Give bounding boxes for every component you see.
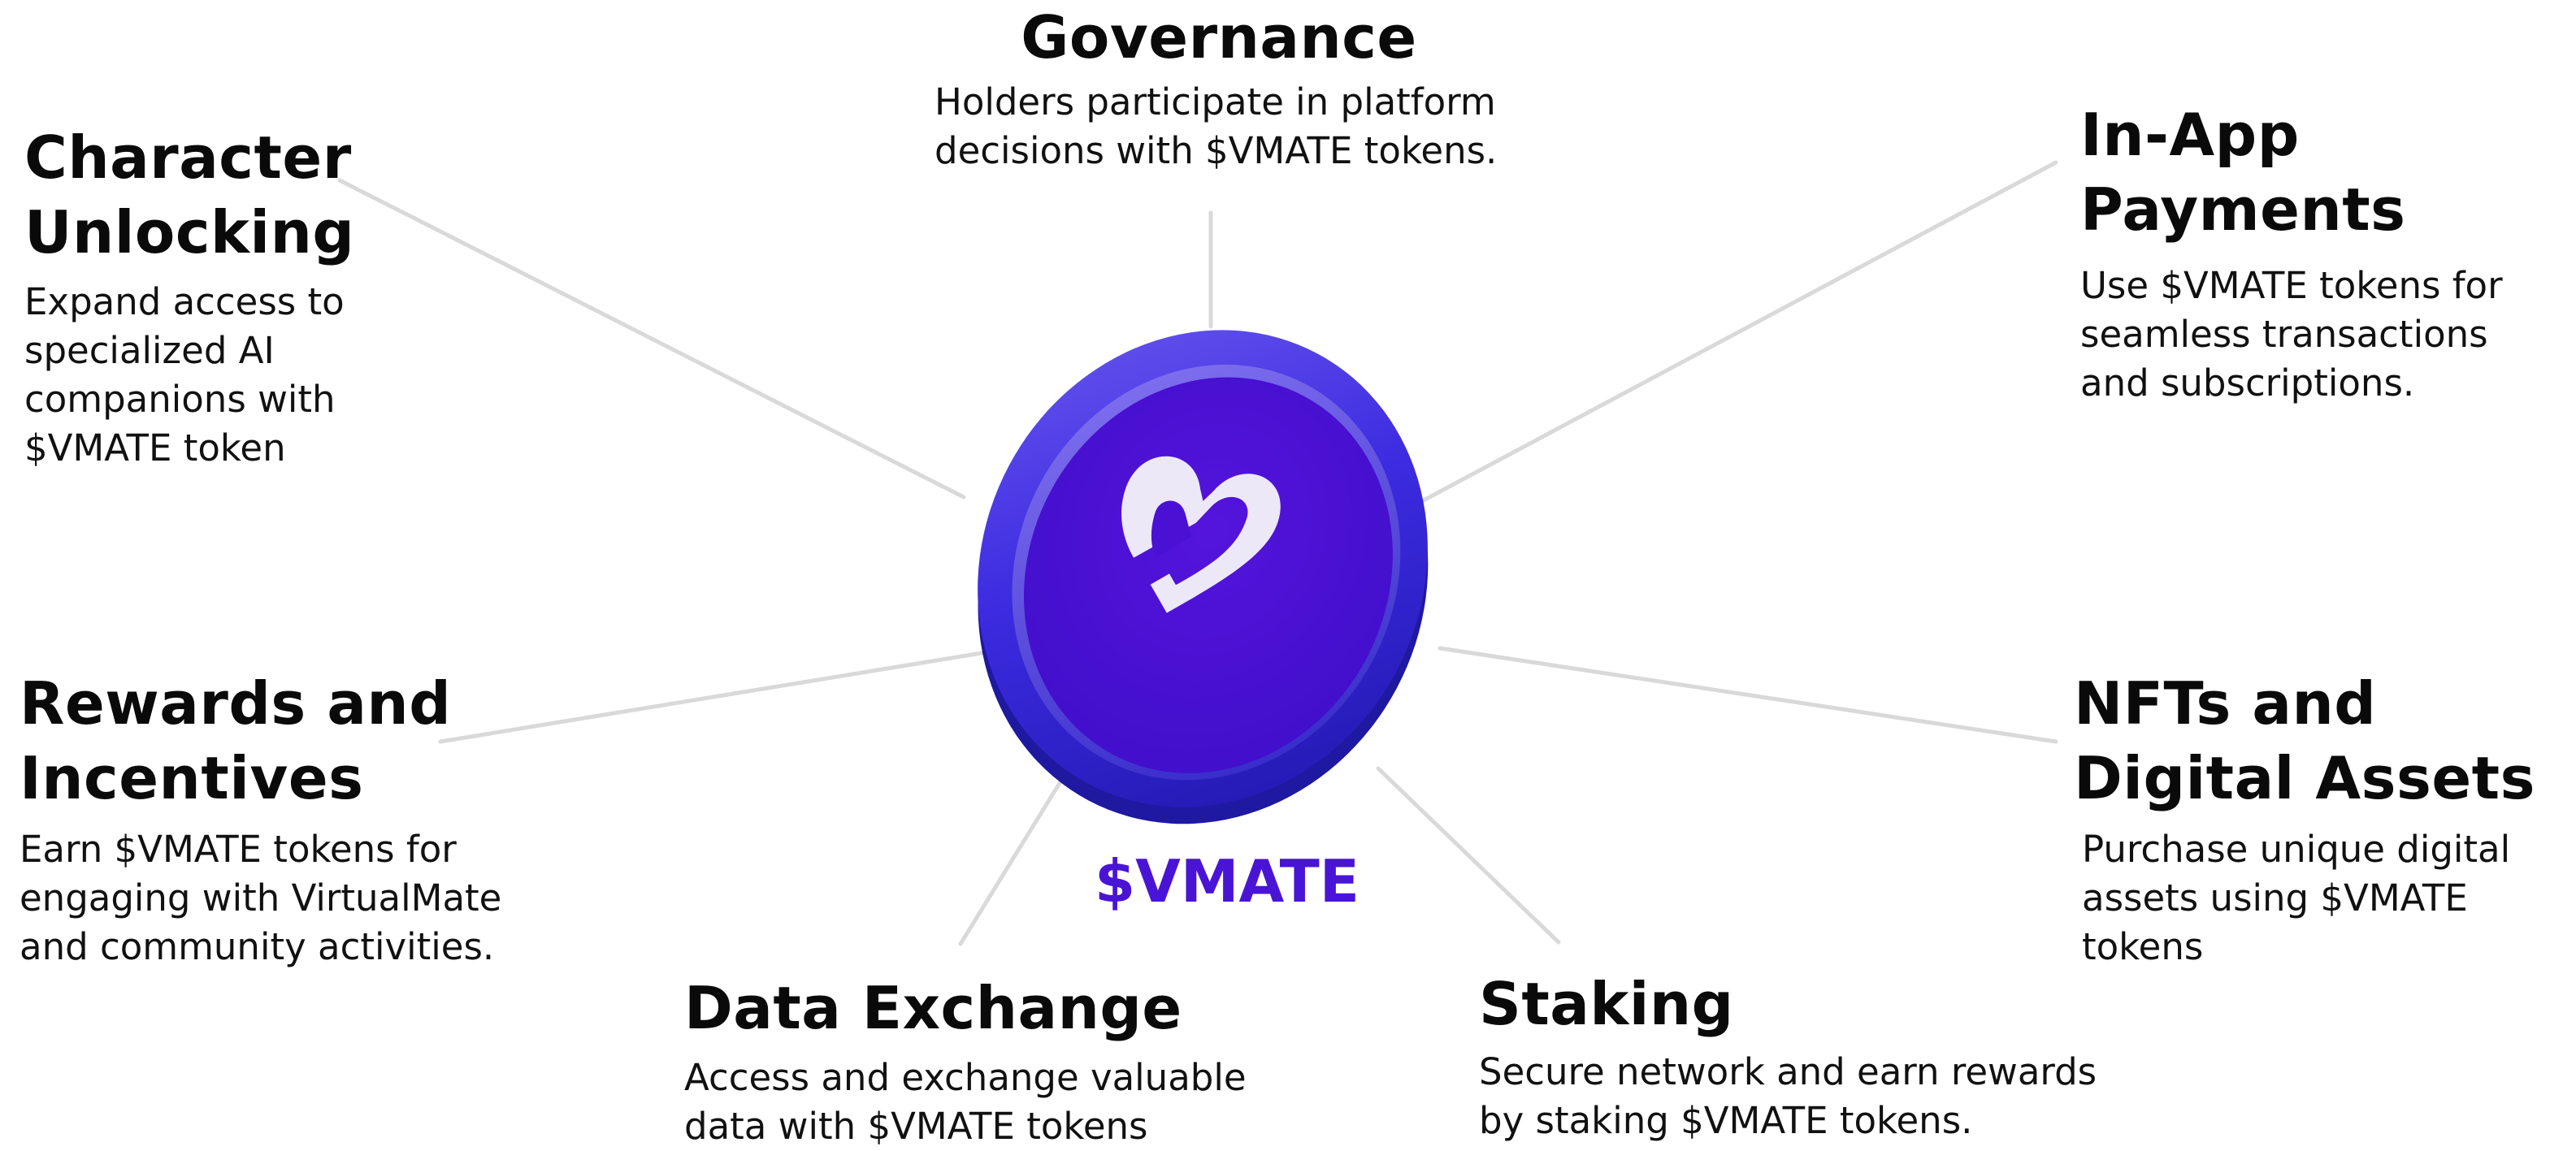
feature-data-exchange: Data Exchange Access and exchange valuab… — [684, 971, 1416, 1151]
feature-rewards-and-incentives: Rewards and Incentives Earn $VMATE token… — [20, 666, 605, 971]
feature-description: Use $VMATE tokens for seamless transacti… — [2080, 264, 2503, 405]
feature-character-unlocking: Character Unlocking Expand access to spe… — [24, 120, 593, 473]
feature-description: Earn $VMATE tokens for engaging with Vir… — [20, 828, 502, 968]
feature-staking: Staking Secure network and earn rewards … — [1479, 967, 2210, 1145]
heart-logo-icon — [1121, 456, 1281, 613]
feature-description: Secure network and earn rewards by staki… — [1479, 1050, 2097, 1142]
feature-title: Character Unlocking — [24, 123, 355, 266]
feature-title: Staking — [1479, 970, 1734, 1038]
feature-title: Rewards and Incentives — [20, 669, 452, 812]
connector-nfts — [1438, 646, 2058, 744]
feature-description: Expand access to specialized AI companio… — [24, 280, 345, 469]
feature-in-app-payments: In-App Payments Use $VMATE tokens for se… — [2080, 97, 2576, 408]
feature-description: Purchase unique digital assets using $VM… — [2082, 828, 2511, 968]
connector-rewards — [438, 649, 994, 744]
feature-title: Data Exchange — [684, 974, 1182, 1042]
feature-description: Holders participate in platform decision… — [935, 80, 1498, 172]
feature-description: Access and exchange valuable data with $… — [684, 1056, 1247, 1148]
connector-in-app-payments — [1418, 160, 2058, 504]
vmate-coin — [978, 330, 1429, 824]
feature-title: NFTs and Digital Assets — [2074, 669, 2535, 812]
connector-character-unlocking — [337, 178, 966, 500]
connector-data-exchange — [958, 759, 1075, 946]
token-symbol-label: $VMATE — [1095, 847, 1360, 915]
feature-governance: Governance Holders participate in platfo… — [935, 0, 1625, 175]
feature-nfts-and-digital-assets: NFTs and Digital Assets Purchase unique … — [2074, 666, 2576, 971]
feature-title: In-App Payments — [2080, 101, 2406, 244]
feature-title: Governance — [1021, 3, 1417, 71]
connector-staking — [1376, 766, 1561, 945]
